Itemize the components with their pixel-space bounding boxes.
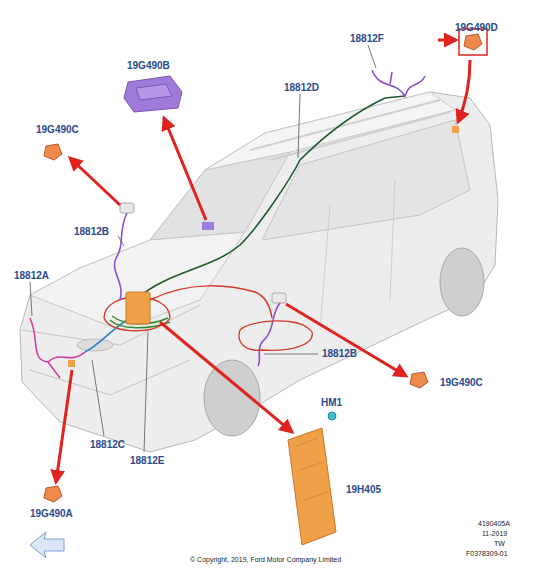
harness-18812B-left xyxy=(115,213,127,300)
footer-text: © Copyright, 2019, Ford Motor Company Li… xyxy=(190,556,341,564)
callout-number: 18812B xyxy=(322,348,357,359)
callout-number: 19G490B xyxy=(127,60,170,71)
callout-number: 19G490C xyxy=(440,377,483,388)
callout-number: 18812C xyxy=(90,439,125,450)
callout-number: 19G490A xyxy=(30,508,73,519)
location-arrow xyxy=(458,60,470,122)
harness-18812B-right xyxy=(258,303,280,366)
orientation-arrow xyxy=(30,532,64,558)
part-19G490C-right xyxy=(410,372,428,388)
harness-18812F xyxy=(372,70,425,96)
callout-number: HM1 xyxy=(321,397,342,408)
callout-number: 19G490D xyxy=(455,22,498,33)
callout-number: 18812F xyxy=(350,33,384,44)
leader-line xyxy=(30,282,32,316)
part-19G490B-detail xyxy=(136,84,172,100)
footer-text: 4190405A xyxy=(478,520,510,528)
door-harness-loop xyxy=(239,321,312,350)
part-19G490D xyxy=(464,34,482,50)
sensor-rear xyxy=(452,126,459,133)
main-harness xyxy=(150,286,272,318)
footer-text: F0378309-01 xyxy=(466,550,508,558)
front-fascia xyxy=(22,305,200,395)
footer-text: 11-2019 xyxy=(482,530,507,538)
location-arrow xyxy=(286,304,406,376)
leader-line xyxy=(298,94,300,158)
part-19H405 xyxy=(288,428,336,545)
harness-18812A xyxy=(30,318,85,378)
location-arrow xyxy=(56,370,72,482)
callout-number: 19G490C xyxy=(36,124,79,135)
harness-18812D xyxy=(135,96,405,300)
sensor-front xyxy=(68,360,75,367)
door-lines xyxy=(320,180,395,330)
part-19G490C-left xyxy=(44,144,62,160)
callout-number: 19H405 xyxy=(346,484,381,495)
footer-text: TW xyxy=(494,540,505,548)
leader-line xyxy=(118,236,124,246)
callout-number: 18812B xyxy=(74,226,109,237)
part-19H405-detail xyxy=(296,438,328,500)
callout-number: 18812D xyxy=(284,82,319,93)
right-mirror xyxy=(272,293,286,303)
leader-line xyxy=(92,360,104,436)
part-HM1 xyxy=(328,412,336,420)
rear-wheel xyxy=(440,248,484,316)
callout-number: 18812E xyxy=(130,455,164,466)
module-installed xyxy=(126,292,150,324)
vehicle-body xyxy=(20,92,498,452)
hood xyxy=(30,232,245,330)
callout-number: 18812A xyxy=(14,270,49,281)
left-mirror xyxy=(120,203,134,213)
leader-line xyxy=(144,332,148,452)
location-arrow xyxy=(164,118,206,220)
location-arrow xyxy=(438,39,456,42)
leader-line xyxy=(264,354,318,355)
location-arrow xyxy=(70,158,120,205)
side-windows xyxy=(262,120,470,240)
leader-line xyxy=(368,45,376,68)
location-arrow xyxy=(160,322,292,432)
part-19G490A xyxy=(44,486,62,502)
part-19G490B xyxy=(124,76,182,112)
module-location-19G490B xyxy=(202,222,214,230)
